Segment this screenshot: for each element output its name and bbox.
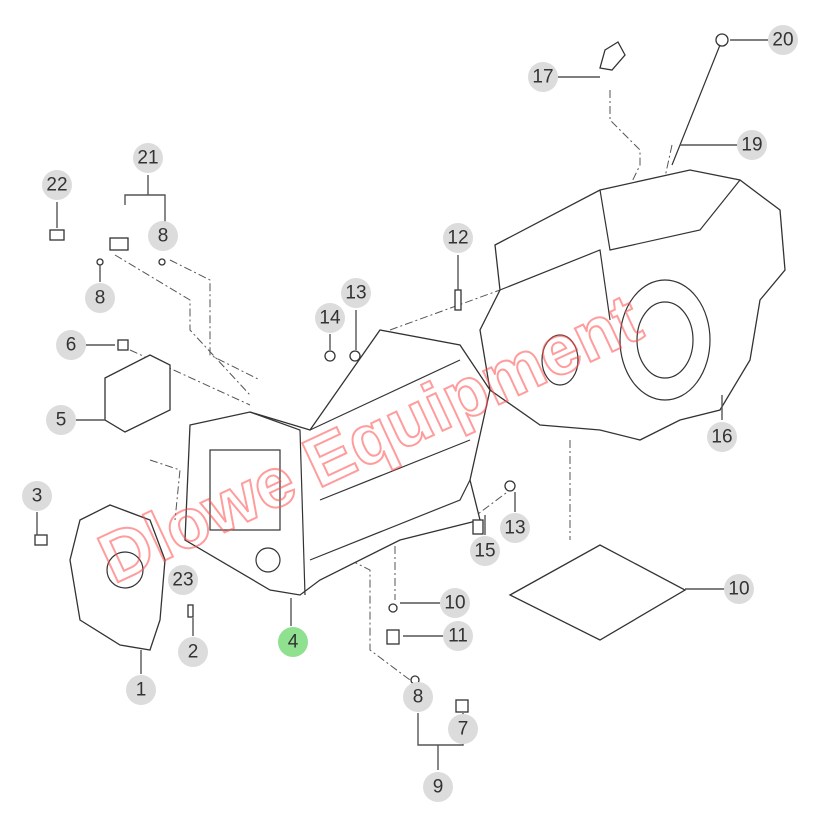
- callout-15: 15: [470, 536, 500, 566]
- callout-21: 21: [133, 143, 163, 173]
- svg-text:17: 17: [532, 67, 553, 88]
- callout-10: 10: [724, 574, 754, 604]
- leader-lines: [36, 39, 768, 770]
- svg-text:6: 6: [66, 335, 77, 356]
- callout-13: 13: [341, 278, 371, 308]
- svg-text:8: 8: [95, 288, 106, 309]
- callout-23: 23: [168, 565, 198, 595]
- breather-part-17: [599, 41, 626, 71]
- callout-2: 2: [178, 637, 208, 667]
- front-cover-part-1: [69, 504, 166, 651]
- callout-12: 12: [443, 223, 473, 253]
- callout-19: 19: [737, 130, 767, 160]
- svg-text:8: 8: [158, 226, 169, 247]
- svg-text:2: 2: [188, 642, 199, 663]
- svg-text:10: 10: [728, 579, 749, 600]
- callout-8: 8: [85, 283, 115, 313]
- callout-5: 5: [46, 405, 76, 435]
- svg-text:19: 19: [741, 135, 762, 156]
- callouts: 20 17 19 21 22 8 8 12 13 14 6 5 16 3 13 …: [22, 25, 798, 802]
- callout-8: 8: [148, 221, 178, 251]
- callout-20: 20: [768, 25, 798, 55]
- callout-10: 10: [440, 588, 470, 618]
- callout-17: 17: [528, 62, 558, 92]
- callout-1: 1: [126, 675, 156, 705]
- fittings: [34, 229, 516, 713]
- svg-text:8: 8: [413, 687, 424, 708]
- svg-text:10: 10: [444, 593, 465, 614]
- svg-text:13: 13: [345, 283, 366, 304]
- svg-text:3: 3: [32, 486, 43, 507]
- bottom-plate-part-10: [508, 544, 687, 641]
- rear-housing-part-16: [479, 169, 786, 441]
- callout-7: 7: [448, 714, 478, 744]
- callout-9: 9: [423, 772, 453, 802]
- svg-text:5: 5: [56, 410, 67, 431]
- front-housing-part-4: [184, 329, 491, 596]
- svg-text:23: 23: [172, 570, 193, 591]
- svg-text:1: 1: [136, 680, 147, 701]
- cover-plate-part-5: [104, 354, 171, 433]
- svg-text:12: 12: [447, 228, 468, 249]
- svg-text:22: 22: [46, 175, 67, 196]
- svg-text:15: 15: [474, 541, 495, 562]
- callout-16: 16: [707, 422, 737, 452]
- svg-text:21: 21: [137, 148, 158, 169]
- svg-text:16: 16: [711, 427, 732, 448]
- dipstick-part-20: [671, 44, 721, 166]
- svg-text:14: 14: [319, 308, 341, 329]
- svg-text:11: 11: [448, 626, 468, 647]
- dipstick-cap: [715, 33, 729, 47]
- callout-22: 22: [42, 170, 72, 200]
- callout-4-highlighted: 4: [278, 627, 308, 657]
- svg-text:7: 7: [458, 719, 469, 740]
- callout-14: 14: [315, 303, 345, 333]
- callout-6: 6: [56, 330, 86, 360]
- svg-text:13: 13: [504, 518, 525, 539]
- callout-13: 13: [500, 513, 530, 543]
- callout-8: 8: [403, 682, 433, 712]
- svg-text:4: 4: [288, 632, 299, 653]
- callout-11: 11: [443, 621, 473, 651]
- svg-text:9: 9: [433, 777, 444, 798]
- svg-text:20: 20: [772, 30, 793, 51]
- callout-3: 3: [22, 481, 52, 511]
